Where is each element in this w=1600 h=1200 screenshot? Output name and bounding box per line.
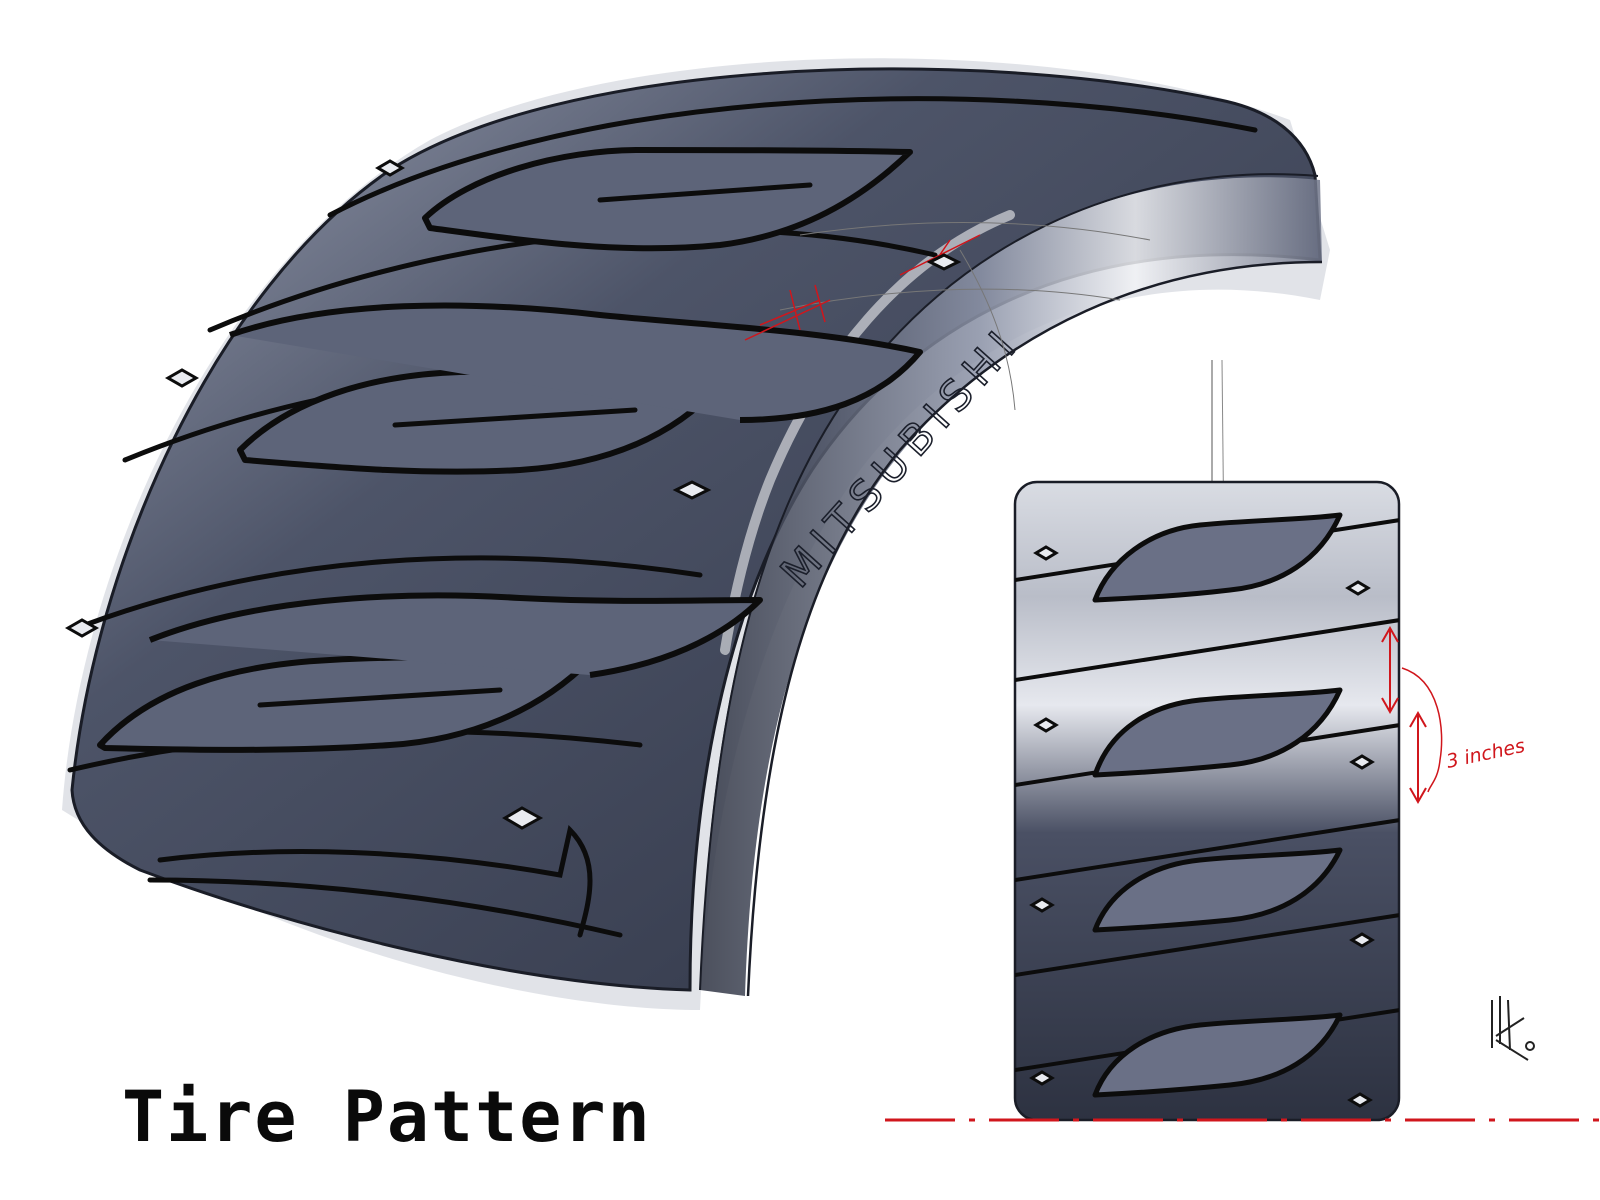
dimension-label: 3 inches (1444, 735, 1526, 773)
page-title: Tire Pattern (122, 1076, 652, 1158)
tire-perspective-view: MITSUBISHI (62, 58, 1330, 1011)
dimension-annotation: 3 inches (1381, 625, 1527, 805)
artist-signature-mark (1491, 996, 1535, 1061)
tire-front-view (1013, 359, 1401, 1122)
